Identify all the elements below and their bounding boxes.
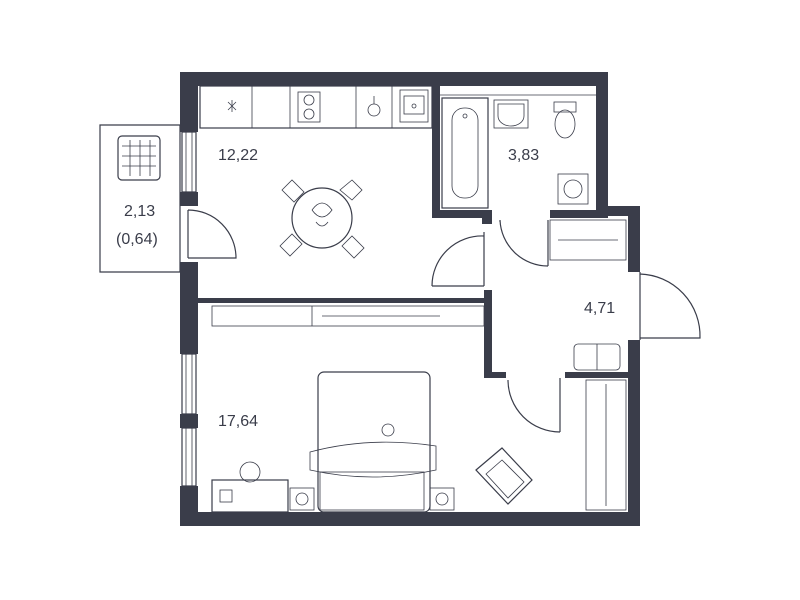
hall-bench [573,343,621,371]
stove-icon [297,91,321,123]
washing-machine-icon [557,173,589,205]
living-area: 17,64 [218,413,259,430]
bathtub-icon [441,97,489,209]
walls [180,72,640,526]
kitchen-counter [199,85,433,129]
toilet-icon [553,101,577,139]
doors [187,209,701,433]
hall-area: 4,71 [584,300,616,317]
dining-table-icon [279,179,365,259]
balcony-area: 2,13 [124,203,156,220]
washbasin-icon [493,99,529,129]
balcony-area-reduced: (0,64) [116,231,158,248]
windows [181,131,197,487]
bed-icon [309,371,437,513]
radiator-icon [289,487,455,511]
tv-unit [211,305,485,327]
laundry-basket-icon [117,135,161,181]
wardrobe-hall [549,219,627,261]
armchair-icon [475,447,533,505]
kitchen-area: 12,22 [218,147,259,164]
snowflake-icon [227,100,237,112]
desk-icon [211,461,289,513]
wardrobe-living [585,379,627,511]
faucet-icon [367,96,381,117]
bathroom-area: 3,83 [508,147,540,164]
sink-icon [399,89,429,123]
